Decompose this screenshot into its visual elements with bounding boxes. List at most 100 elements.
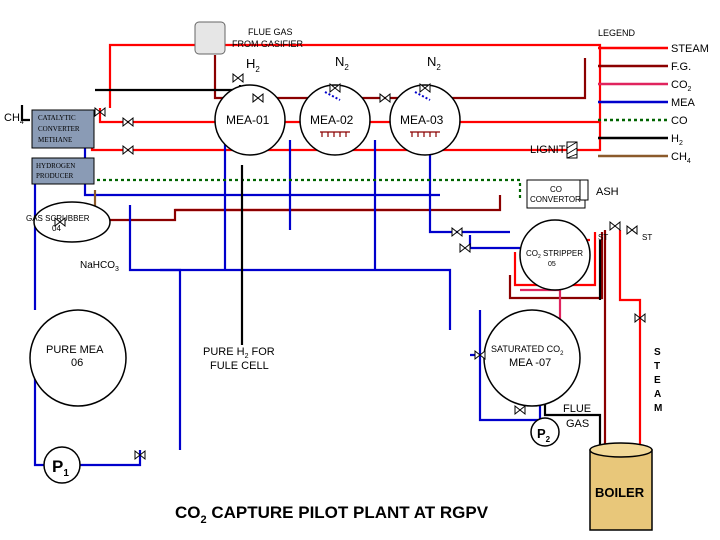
boiler: BOILER <box>589 442 653 531</box>
steam-vertical-letter-1: T <box>654 361 660 372</box>
flue-gas-inlet: FLUE GAS FROM GASIFIER H2 N2 N2 <box>194 21 441 74</box>
pure-mea-label-1: PURE MEA <box>46 344 104 356</box>
valve-icon-8 <box>459 242 471 254</box>
pumps: P1 P2 FLUE GAS <box>43 403 591 484</box>
pure-h2-label-1: PURE H2 FOR <box>203 346 275 360</box>
boiler-top <box>589 442 653 458</box>
hydrogen-producer-box <box>31 157 95 185</box>
valve-icon-4 <box>252 92 264 104</box>
valve-icon-11 <box>626 224 638 236</box>
gas-scrubber-label-1: GAS SCRUBBER <box>26 214 90 223</box>
saturated-label-2: MEA -07 <box>509 357 551 369</box>
st-label-1: ST <box>598 233 608 242</box>
valve-icon-6 <box>419 82 431 94</box>
saturated-label-1: SATURATED CO2 <box>491 344 564 357</box>
steam-boiler-riser <box>620 320 642 452</box>
steam-vertical-letter-4: M <box>654 403 662 414</box>
co-convertor-box <box>526 179 586 209</box>
steam-to-stripper <box>618 230 642 320</box>
valve-icon-12 <box>634 312 646 324</box>
legend-label-4: CO <box>671 115 688 127</box>
gas-scrubber: GAS SCRUBBER 04 NaHCO3 <box>26 201 119 273</box>
catalytic-label-1: CATALYTIC <box>38 114 76 122</box>
mea-03-distributor <box>414 91 431 101</box>
valve-icon-9 <box>451 226 463 238</box>
fg-to-scrubber <box>95 195 502 222</box>
mea-02-label: MEA-02 <box>310 113 354 127</box>
flue-gas-b1: FLUE <box>563 403 591 415</box>
mea-01-vessel <box>214 84 286 156</box>
hydrogen-label-1: HYDROGEN <box>36 162 75 170</box>
pump-p2-label: P2 <box>537 426 551 444</box>
valve-icon-1 <box>122 116 134 128</box>
valve-icon-16 <box>54 216 66 228</box>
mea-columns: MEA-01 MEA-02 MEA-03 <box>214 84 461 156</box>
pure-mea-label-2: 06 <box>71 357 83 369</box>
legend-label-2: CO2 <box>671 79 692 93</box>
mea-loop-left <box>33 160 142 467</box>
steam-vertical-label: STEAM <box>654 347 662 414</box>
stripper-label-2: 05 <box>548 261 556 268</box>
valves <box>54 72 646 461</box>
lignite-hatch <box>566 141 578 159</box>
valve-icon-13 <box>474 349 486 361</box>
co2-stripper-vessel <box>519 219 591 291</box>
ch4-inlet-label: CH4 <box>4 112 24 126</box>
mea-column-4 <box>428 140 510 234</box>
boiler-body <box>589 449 653 531</box>
co-convertor-label-2: CONVERTOR <box>530 195 581 204</box>
valve-icon-14 <box>514 404 526 416</box>
co-to-mea <box>85 178 522 198</box>
co-lines <box>85 178 522 198</box>
legend-label-1: F.G. <box>671 61 691 73</box>
legend-label-6: CH4 <box>671 151 691 165</box>
lignite-label: LIGNITE <box>530 144 573 156</box>
legend-label-5: H2 <box>671 133 683 147</box>
valve-icon-0 <box>94 106 106 118</box>
mea-02-spray <box>320 131 350 137</box>
steam-vertical-letter-3: A <box>654 389 661 400</box>
gasifier-icon <box>194 21 226 55</box>
mea-02-vessel <box>299 84 371 156</box>
mea-column-2 <box>160 268 452 330</box>
co-convertor-unit: LIGNITE CO CONVERTOR ASH <box>526 141 619 209</box>
legend-label-3: MEA <box>671 97 696 109</box>
fg-stripper-bottom <box>508 232 604 300</box>
ash-label: ASH <box>596 186 619 198</box>
nahco3-label: NaHCO3 <box>80 260 119 273</box>
pump-p1-label: P1 <box>52 457 69 479</box>
flue-gas-lines <box>95 55 607 448</box>
valve-icon-7 <box>379 92 391 104</box>
co-convertor-label-1: CO <box>550 185 562 194</box>
mea-03-vessel <box>389 84 461 156</box>
steam-vertical-letter-0: S <box>654 347 661 358</box>
valve-icon-3 <box>232 72 244 84</box>
catalytic-label-3: METHANE <box>38 136 72 144</box>
ash-hopper <box>579 179 589 201</box>
pure-h2-output: PURE H2 FOR FULE CELL <box>203 346 275 372</box>
gas-scrubber-vessel <box>33 201 111 243</box>
pipe-network <box>20 43 642 467</box>
h2-left <box>20 105 30 122</box>
mea-lines <box>33 110 542 467</box>
saturated-co2-tank: SATURATED CO2 MEA -07 <box>483 309 581 407</box>
gas-scrubber-label-2: 04 <box>52 224 61 233</box>
legend-title: LEGEND <box>598 28 636 38</box>
mea-02-distributor <box>324 91 341 101</box>
steam-vertical-letter-2: E <box>654 375 661 386</box>
mea-03-label: MEA-03 <box>400 113 444 127</box>
catalytic-converter-box <box>31 109 95 149</box>
stripper-label-1: CO2 STRIPPER <box>526 249 583 260</box>
valve-icon-10 <box>609 220 621 232</box>
lignite-hopper <box>566 141 578 159</box>
h2-top-label: H2 <box>246 56 260 74</box>
legend-label-0: STEAM <box>671 43 709 55</box>
valve-icon-5 <box>329 82 341 94</box>
mea-01-label: MEA-01 <box>226 113 270 127</box>
mea-stripper-out <box>468 235 520 250</box>
mea-03-spray <box>410 131 440 137</box>
valve-icon-15 <box>134 449 146 461</box>
n2-label-a: N2 <box>335 54 349 72</box>
